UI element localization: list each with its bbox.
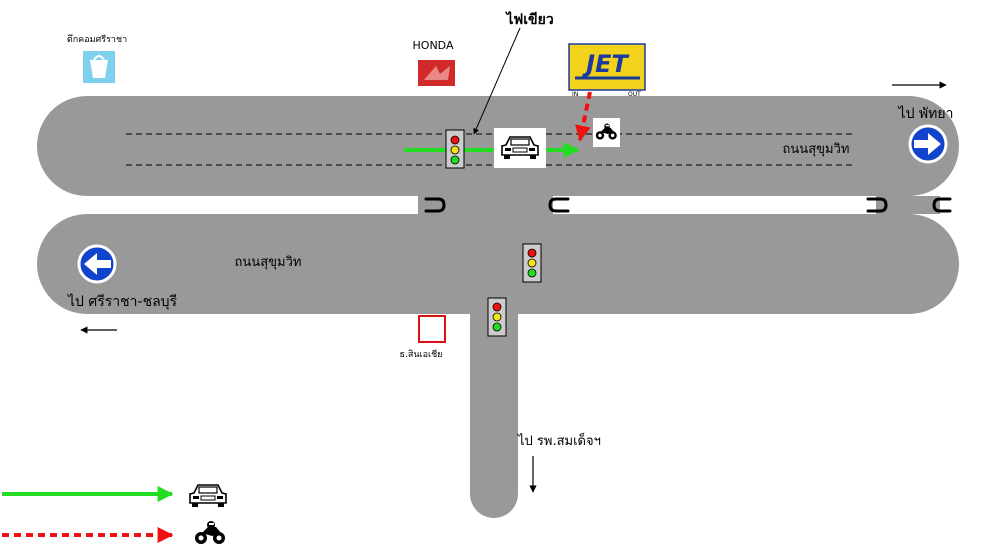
median-strip-2 [553, 196, 876, 214]
legend [2, 484, 227, 544]
road-name-bottom: ถนนสุขุมวิท [235, 255, 302, 270]
u-turn-marks [424, 197, 952, 213]
road-median-left [418, 196, 553, 214]
car-icon [494, 128, 546, 168]
landmark-building-label: ตึกคอมศรีราชา [67, 34, 127, 45]
traffic-light-icon [487, 297, 507, 337]
road-lower [37, 214, 959, 314]
road-median-right [876, 196, 940, 214]
road-name-top: ถนนสุขุมวิท [783, 142, 850, 157]
motorcycle-path-arrow [575, 91, 592, 142]
honda-logo-icon [418, 60, 455, 86]
jet-logo-text: JET [582, 50, 629, 78]
green-light-label: ไฟเขียว [504, 10, 554, 28]
road-branch-end [470, 470, 518, 518]
lane-markings [126, 133, 855, 166]
median-strip-1 [37, 196, 418, 214]
left-arrow-sign-icon [77, 244, 117, 284]
median-strips [37, 196, 960, 214]
u-turn-mark-3 [866, 197, 888, 213]
u-turn-mark-4 [932, 197, 952, 213]
legend-item-motorcycle [2, 521, 225, 544]
traffic-light-icon [522, 243, 542, 283]
bag-icon [83, 51, 115, 83]
u-turn-mark-1 [424, 197, 446, 213]
to-pattaya-label: ไป พัทยา [898, 105, 954, 122]
car-icon [189, 484, 227, 508]
motorcycle-icon [593, 118, 620, 147]
right-arrow-sign-icon [908, 124, 948, 164]
jet-out-label: OUT [628, 91, 641, 98]
bank-label: ธ.สินเอเชีย [400, 349, 443, 360]
honda-label: HONDA [413, 39, 454, 52]
legend-item-car [2, 484, 227, 508]
green-light-pointer [473, 27, 521, 135]
u-turn-mark-2 [548, 197, 570, 213]
bank-marker-icon [418, 315, 446, 343]
jet-in-label: IN [572, 91, 578, 98]
jet-logo-icon: JET [568, 43, 646, 91]
to-sriracha-label: ไป ศรีราชา-ชลบุรี [67, 293, 178, 310]
traffic-light-icon [445, 129, 465, 169]
to-hospital-label: ไป รพ.สมเด็จฯ [517, 431, 601, 449]
motorcycle-icon [195, 521, 225, 544]
